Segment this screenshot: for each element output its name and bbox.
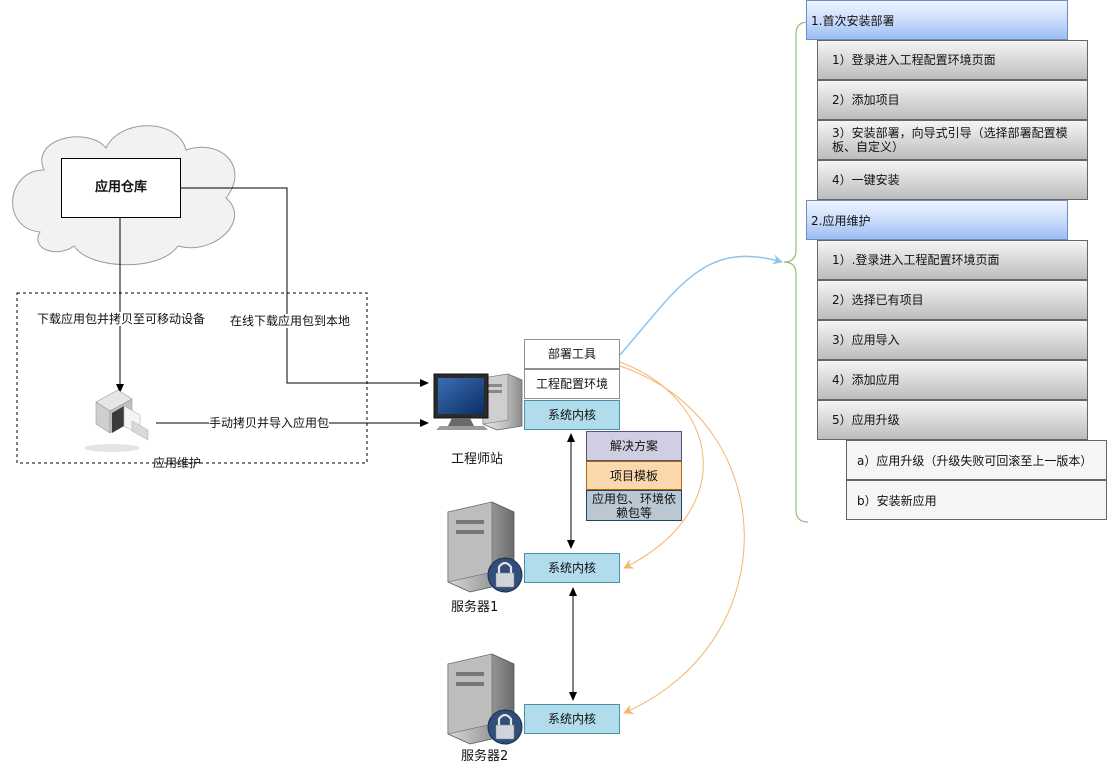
server-1-kernel-box[interactable]: 系统内核 <box>524 553 620 583</box>
first-install-step[interactable]: 3）安装部署，向导式引导（选择部署配置模板、自定义） <box>817 120 1088 160</box>
server-2-label: 服务器2 <box>461 749 509 764</box>
maintenance-step[interactable]: 1）.登录进入工程配置环境页面 <box>817 240 1088 280</box>
usb-drive-icon <box>84 389 149 452</box>
edge-label-download-online: 在线下载应用包到本地 <box>230 314 351 328</box>
server-2-kernel-box[interactable]: 系统内核 <box>524 704 620 734</box>
config-env-box[interactable]: 工程配置环境 <box>524 369 620 399</box>
maintenance-step[interactable]: 5）应用升级 <box>817 400 1088 440</box>
maintenance-group-label: 应用维护 <box>153 456 202 470</box>
repository-box[interactable]: 应用仓库 <box>61 158 181 218</box>
maintenance-group-box <box>16 292 368 464</box>
first-install-step[interactable]: 4）一键安装 <box>817 160 1088 200</box>
engineer-station-label: 工程师站 <box>451 452 504 467</box>
maintenance-header[interactable]: 2.应用维护 <box>806 200 1068 240</box>
solution-box[interactable]: 解决方案 <box>586 431 682 461</box>
maintenance-step[interactable]: 2）选择已有项目 <box>817 280 1088 320</box>
first-install-step[interactable]: 1）登录进入工程配置环境页面 <box>817 40 1088 80</box>
first-install-header[interactable]: 1.首次安装部署 <box>806 0 1068 40</box>
edge-label-manual-copy: 手动拷贝并导入应用包 <box>209 416 330 430</box>
project-template-box[interactable]: 项目模板 <box>586 461 682 490</box>
server-1-icon <box>447 501 523 593</box>
workstation-icon <box>433 373 523 431</box>
upgrade-option[interactable]: b）安装新应用 <box>846 480 1107 520</box>
upgrade-option[interactable]: a）应用升级（升级失败可回滚至上一版本） <box>846 440 1107 480</box>
edge-label-download-usb: 下载应用包并拷贝至可移动设备 <box>37 312 206 326</box>
server-2-icon <box>447 653 523 745</box>
packages-box[interactable]: 应用包、环境依赖包等 <box>586 490 682 521</box>
step-bracket <box>783 21 809 523</box>
station-kernel-box[interactable]: 系统内核 <box>524 400 620 430</box>
maintenance-step[interactable]: 3）应用导入 <box>817 320 1088 360</box>
maintenance-step[interactable]: 4）添加应用 <box>817 360 1088 400</box>
first-install-step[interactable]: 2）添加项目 <box>817 80 1088 120</box>
deploy-tool-box[interactable]: 部署工具 <box>524 339 620 369</box>
server-1-label: 服务器1 <box>451 600 499 615</box>
